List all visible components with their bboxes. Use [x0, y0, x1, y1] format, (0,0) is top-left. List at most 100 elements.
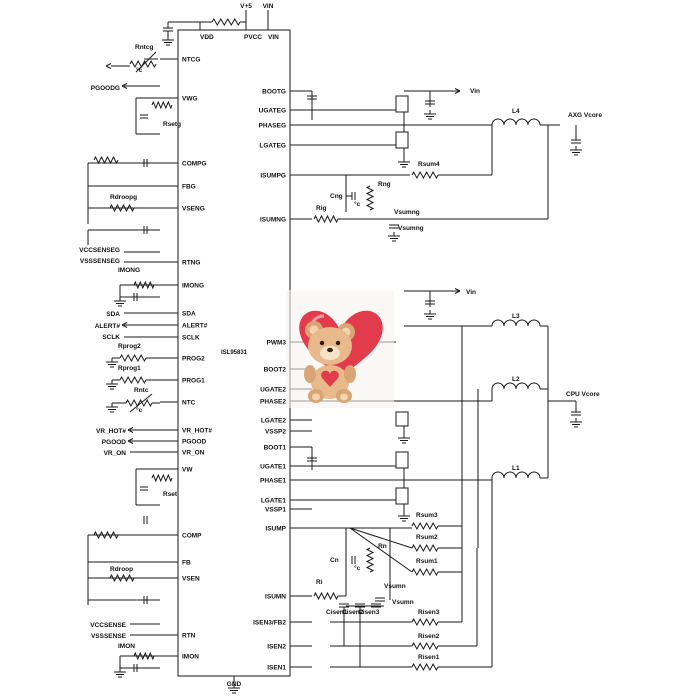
label-rntc: Rntc — [134, 387, 149, 394]
label-rsum1: Rsum1 — [416, 558, 438, 565]
left-pin-18: FB — [182, 560, 191, 567]
label-l3: L3 — [512, 313, 520, 320]
label-risen1: Risen1 — [418, 654, 440, 661]
label-l1: L1 — [512, 465, 520, 472]
net-vccsense: VCCSENSE — [90, 622, 126, 629]
left-pin-3: FBG — [182, 184, 196, 191]
label-cisen2: Cisen2 — [342, 609, 364, 616]
temp-mark-4: °c — [354, 564, 361, 572]
mosfet-low-phase2 — [395, 411, 409, 427]
right-pin-8: UGATE2 — [260, 387, 286, 394]
left-pin-15: VR_ON — [182, 450, 205, 457]
left-pin-0: NTCG — [182, 57, 200, 64]
label-imon: IMON — [118, 643, 135, 650]
net-vsssense: VSSSENSE — [91, 633, 127, 640]
left-pin-19: VSEN — [182, 576, 200, 583]
left-pin-4: VSENG — [182, 206, 205, 213]
net-vsssenseg: VSSSENSEG — [80, 258, 120, 265]
right-pin-17: ISUMP — [265, 526, 286, 533]
output-axg-vcore: AXG Vcore — [568, 112, 602, 119]
right-pin-13: UGATE1 — [260, 464, 286, 471]
label-rsum2: Rsum2 — [416, 534, 438, 541]
right-pin-21: ISEN1 — [267, 665, 286, 672]
output-cpu-vcore: CPU Vcore — [566, 391, 600, 398]
supply-vin-axg: Vin — [470, 88, 480, 95]
right-pin-20: ISEN2 — [267, 644, 286, 651]
label-rntcg: Rntcg — [135, 44, 153, 51]
right-pin-10: LGATE2 — [261, 418, 287, 425]
label-rprog1: Rprog1 — [118, 365, 141, 372]
left-pin-5: RTNG — [182, 260, 200, 267]
left-pin-17: COMP — [182, 533, 202, 540]
left-pin-14: PGOOD — [182, 439, 207, 446]
right-pin-5: ISUMNG — [260, 217, 286, 224]
left-pin-8: ALERT# — [182, 323, 208, 330]
label-risen3: Risen3 — [418, 609, 440, 616]
net-pgoodg: PGOODG — [91, 85, 120, 92]
right-pin-7: BOOT2 — [264, 367, 287, 374]
temp-mark-3: °c — [354, 200, 361, 208]
net-alert: ALERT# — [95, 323, 121, 330]
left-pin-1: VWG — [182, 96, 198, 103]
label-rprog2: Rprog2 — [118, 343, 141, 350]
label-rdroopg: Rdroopg — [110, 194, 137, 201]
label-l2: L2 — [512, 376, 520, 383]
right-pin-0: BOOTG — [262, 89, 286, 96]
label-vsumn-1: Vsumn — [384, 583, 406, 590]
left-pin-10: PROG2 — [182, 356, 205, 363]
left-pin-21: IMON — [182, 654, 199, 661]
label-rng: Rng — [378, 181, 391, 188]
left-pin-12: NTC — [182, 400, 196, 407]
supply-vin-cpu: Vin — [466, 289, 476, 296]
right-pin-18: ISUMN — [265, 594, 286, 601]
label-imong: IMONG — [118, 267, 140, 274]
left-pin-2: COMPG — [182, 161, 207, 168]
right-pin-1: UGATEG — [259, 108, 286, 115]
right-pin-3: LGATEG — [259, 143, 286, 150]
label-rset: Rset — [163, 491, 178, 498]
pin-pvcc: PVCC — [244, 34, 262, 41]
label-vsumn-2: Vsumn — [392, 599, 414, 606]
label-vsumng-2: Vsumng — [398, 225, 424, 232]
right-pin-11: VSSP2 — [265, 429, 286, 436]
label-cn: Cn — [330, 557, 339, 564]
net-vron: VR_ON — [104, 450, 127, 457]
right-pin-16: VSSP1 — [265, 507, 286, 514]
net-vccsenseg: VCCSENSEG — [79, 247, 120, 254]
label-rn: Rn — [378, 543, 387, 550]
left-pin-11: PROG1 — [182, 378, 205, 385]
chip-part-number: ISL95831 — [221, 350, 248, 356]
left-pin-16: VW — [182, 467, 193, 474]
left-pin-7: SDA — [182, 311, 196, 318]
right-pin-2: PHASEG — [259, 123, 286, 130]
mosfet-low-phase1 — [395, 487, 409, 505]
label-rsum3: Rsum3 — [416, 512, 438, 519]
right-pin-19: ISEN3/FB2 — [253, 620, 286, 627]
bear-heart-sticker — [286, 290, 394, 408]
label-risen2: Risen2 — [418, 633, 440, 640]
left-pin-9: SCLK — [182, 335, 200, 342]
net-vrhot: VR_HOT# — [96, 428, 126, 435]
label-cisen3: Cisen3 — [358, 609, 380, 616]
mosfet-low-axg — [395, 131, 409, 149]
mosfet-high-axg — [395, 95, 409, 113]
right-pin-6: PWM3 — [267, 340, 287, 347]
right-pin-15: LGATE1 — [261, 498, 287, 505]
right-pin-9: PHASE2 — [260, 399, 286, 406]
supply-vin-top: VIN — [263, 3, 274, 10]
label-rsum4: Rsum4 — [418, 161, 440, 168]
right-pin-12: BOOT1 — [264, 445, 287, 452]
mosfet-high-phase1 — [395, 451, 409, 469]
temp-mark-2: °c — [136, 406, 143, 414]
label-rig: Rig — [316, 205, 327, 212]
pin-vin: VIN — [268, 34, 279, 41]
right-pin-14: PHASE1 — [260, 478, 286, 485]
temp-mark-1: °c — [136, 66, 143, 74]
label-rsetg: Rsetg — [163, 121, 181, 128]
net-sda: SDA — [106, 311, 120, 318]
label-vsumng-1: Vsumng — [394, 209, 420, 216]
left-pin-13: VR_HOT# — [182, 428, 212, 435]
pin-vdd: VDD — [200, 34, 214, 41]
label-cisen1: Cisen1 — [326, 609, 348, 616]
label-rdroop: Rdroop — [110, 566, 133, 573]
